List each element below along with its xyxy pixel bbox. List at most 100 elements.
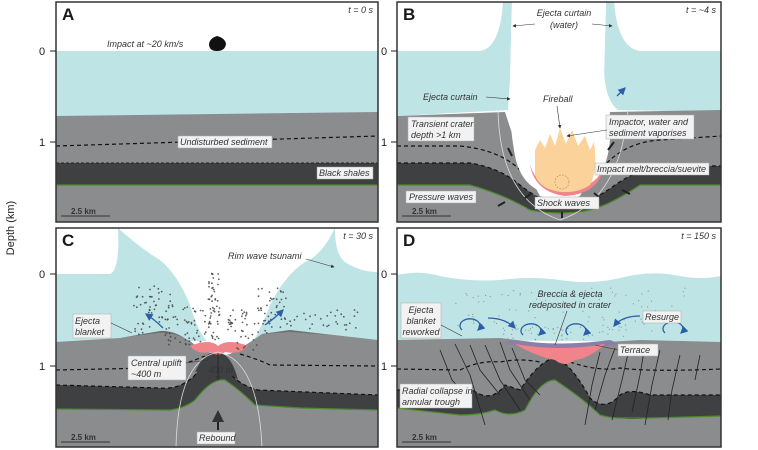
debris-particle xyxy=(186,321,189,324)
debris-particle xyxy=(227,328,229,331)
debris-particle xyxy=(234,318,237,321)
debris-particle xyxy=(515,329,517,331)
debris-particle xyxy=(353,315,356,317)
debris-particle xyxy=(182,308,185,311)
debris-particle xyxy=(485,294,487,297)
debris-particle xyxy=(671,305,673,307)
debris-particle xyxy=(531,292,533,294)
debris-particle xyxy=(160,290,163,293)
label-shock-waves: Shock waves xyxy=(537,198,591,208)
debris-particle xyxy=(141,331,144,334)
debris-particle xyxy=(335,321,337,323)
debris-particle xyxy=(280,318,283,321)
debris-particle xyxy=(336,309,339,312)
debris-particle xyxy=(230,325,233,328)
debris-particle xyxy=(134,328,137,330)
debris-particle xyxy=(622,335,625,337)
debris-particle xyxy=(255,344,258,346)
debris-particle xyxy=(211,306,214,309)
debris-particle xyxy=(477,295,479,297)
debris-particle xyxy=(326,325,328,328)
debris-particle xyxy=(193,338,196,341)
debris-particle xyxy=(240,309,243,311)
debris-particle xyxy=(602,324,604,326)
debris-particle xyxy=(211,335,214,338)
debris-particle xyxy=(540,294,542,296)
debris-particle xyxy=(264,319,267,322)
debris-particle xyxy=(208,281,210,283)
debris-particle xyxy=(282,291,285,294)
debris-particle xyxy=(167,306,170,309)
debris-particle xyxy=(211,337,214,340)
debris-particle xyxy=(208,285,210,288)
debris-particle xyxy=(268,322,271,325)
debris-particle xyxy=(176,323,179,326)
debris-particle xyxy=(602,316,604,319)
debris-particle xyxy=(602,330,604,333)
debris-particle xyxy=(183,319,186,321)
debris-particle xyxy=(244,335,247,338)
debris-particle xyxy=(274,313,277,316)
debris-particle xyxy=(353,309,356,311)
debris-particle xyxy=(314,314,317,316)
label-transient-crater-2: depth >1 km xyxy=(411,130,461,140)
debris-particle xyxy=(169,300,172,303)
debris-particle xyxy=(242,346,245,349)
debris-particle xyxy=(512,290,515,292)
debris-particle xyxy=(276,304,278,307)
debris-particle xyxy=(336,323,339,325)
debris-particle xyxy=(356,311,359,314)
debris-particle xyxy=(174,315,177,318)
debris-particle xyxy=(171,304,174,306)
debris-particle xyxy=(620,326,622,328)
debris-particle xyxy=(682,291,685,293)
debris-particle xyxy=(236,347,238,349)
debris-particle xyxy=(547,328,550,330)
debris-particle xyxy=(204,320,206,323)
label-impact: Impact at ~20 km/s xyxy=(107,39,184,49)
debris-particle xyxy=(133,304,135,307)
debris-particle xyxy=(511,333,513,335)
debris-particle xyxy=(641,321,644,323)
debris-particle xyxy=(311,323,314,325)
debris-particle xyxy=(227,321,230,324)
tick-0-a: 0 xyxy=(39,46,45,58)
debris-particle xyxy=(472,320,475,322)
debris-particle xyxy=(209,315,212,317)
debris-particle xyxy=(647,290,649,292)
debris-particle xyxy=(186,306,189,308)
debris-particle xyxy=(481,324,483,326)
label-transient-crater: Transient crater xyxy=(411,119,474,129)
debris-particle xyxy=(232,309,234,311)
debris-particle xyxy=(507,337,509,339)
debris-particle xyxy=(610,287,612,289)
debris-particle xyxy=(169,340,172,342)
debris-particle xyxy=(650,300,653,302)
debris-particle xyxy=(165,332,168,335)
scale-bar-a: 2.5 km xyxy=(71,207,96,216)
breccia-fill xyxy=(505,340,620,348)
debris-particle xyxy=(209,322,212,325)
debris-particle xyxy=(280,298,283,301)
debris-particle xyxy=(212,277,215,279)
label-ejecta-blanket-2: blanket xyxy=(75,327,105,337)
label-resurge: Resurge xyxy=(645,312,679,322)
panel-c-letter: C xyxy=(62,231,74,250)
tick-0-c: 0 xyxy=(39,269,45,281)
debris-particle xyxy=(283,305,285,308)
debris-particle xyxy=(496,322,498,325)
debris-particle xyxy=(329,311,332,314)
debris-particle xyxy=(455,302,457,305)
debris-particle xyxy=(304,318,307,321)
debris-particle xyxy=(466,294,468,296)
debris-particle xyxy=(618,326,620,328)
debris-particle xyxy=(166,318,169,321)
debris-particle xyxy=(550,292,552,294)
debris-particle xyxy=(478,325,480,327)
debris-particle xyxy=(556,327,559,329)
debris-particle xyxy=(643,323,645,325)
debris-particle xyxy=(276,287,279,290)
label-central-uplift: Central uplift xyxy=(131,358,182,368)
scale-bar-b: 2.5 km xyxy=(412,207,437,216)
impactor xyxy=(209,36,226,51)
